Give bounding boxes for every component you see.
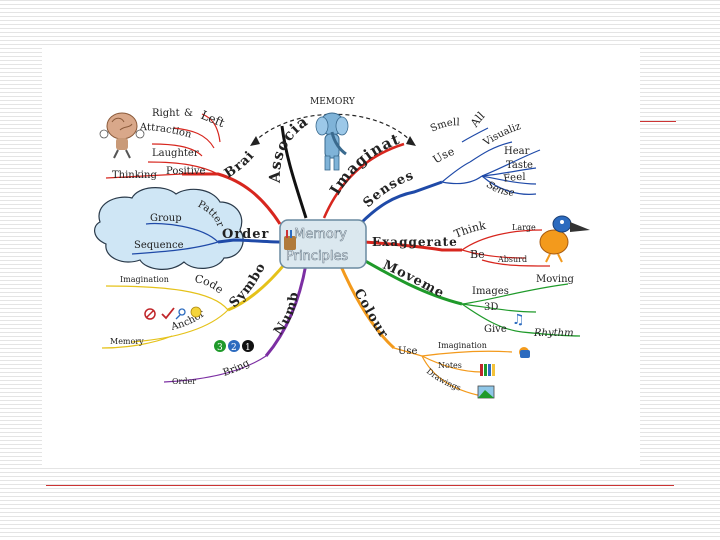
pencils-center-icon: [284, 230, 296, 250]
be-label: Be: [470, 248, 485, 261]
use-senses-label: Use: [431, 145, 457, 167]
code-label: Code: [193, 272, 226, 296]
sequence-label: Sequence: [134, 240, 184, 251]
notes-label: Notes: [438, 361, 462, 370]
senses-twigs: [441, 127, 541, 195]
numbers-twigs: [163, 355, 267, 383]
moving-label: Moving: [536, 274, 575, 285]
order-twigs: [131, 222, 219, 255]
center-node: [279, 219, 367, 269]
bring-label: Bring: [222, 358, 252, 379]
right-label: Right: [152, 108, 180, 119]
smell-label: Smell: [429, 117, 460, 134]
center-line1: Memory: [294, 227, 347, 242]
movement-twigs: [461, 283, 581, 337]
code-symbols-icon: [144, 306, 202, 320]
number-circles-icon: [214, 340, 254, 352]
feel-label: Feel: [503, 172, 526, 185]
decorative-rule-top: [640, 121, 676, 122]
colour-label: Colour: [351, 286, 391, 341]
order-cloud: [94, 187, 244, 270]
3d-label: 3D: [484, 302, 498, 313]
brain-twigs: [105, 113, 221, 179]
exaggerate-branch: [363, 240, 462, 252]
colour-branch: [338, 263, 396, 350]
toucan-bird-icon: [539, 215, 590, 263]
number-3: 3: [217, 343, 223, 353]
arc-arrow-left: [250, 136, 260, 146]
amp-label: &: [184, 108, 193, 119]
memory-label: Memory: [110, 337, 144, 346]
decorative-rule-bottom: [46, 485, 674, 486]
number-1: 1: [245, 343, 251, 353]
positive-label: Positive: [166, 166, 206, 177]
attraction-label: Attraction: [139, 122, 193, 141]
pencils-icon: [480, 364, 495, 376]
number-2: 2: [231, 343, 237, 353]
slide-panel: Memory Principles MEMORY Association Ima…: [42, 46, 640, 466]
center-line2: Principles: [286, 249, 348, 264]
exaggerate-label: Exaggerate: [372, 235, 458, 249]
symbols-twigs: [101, 285, 229, 349]
hands-icon: [519, 347, 530, 358]
laughter-label: Laughter: [152, 148, 199, 159]
movement-label: Movement: [42, 46, 447, 302]
music-notes-icon: ♫: [512, 312, 525, 328]
imagination-colour-label: Imagination: [438, 341, 487, 350]
memory-header: MEMORY: [310, 97, 356, 107]
taste-label: Taste: [506, 160, 533, 171]
use-colour-label: Use: [398, 346, 418, 357]
order-number-label: Order: [172, 377, 196, 386]
hear-label: Hear: [504, 146, 530, 157]
mind-map: Memory Principles MEMORY Association Ima…: [42, 46, 590, 399]
order-branch: [217, 238, 283, 244]
images-label: Images: [472, 286, 509, 297]
brain-branch: [182, 172, 282, 225]
exaggerate-twigs: [461, 229, 551, 267]
senses-branch: [358, 180, 443, 226]
think-label: Think: [452, 219, 487, 241]
imagination-branch: [322, 142, 405, 219]
brain-character-icon: [99, 112, 145, 159]
give-label: Give: [484, 324, 507, 335]
large-label: Large: [512, 223, 536, 232]
imagination-symbol-label: Imagination: [120, 275, 169, 284]
arc-arrow-right: [406, 136, 416, 146]
all-label: All: [467, 109, 487, 130]
colour-twigs: [393, 347, 513, 397]
association-branch: [280, 125, 308, 219]
numbers-branch: [264, 263, 308, 357]
absurd-label: Absurd: [497, 255, 527, 264]
movement-branch: [359, 256, 463, 306]
senses-label: Senses: [360, 168, 416, 211]
thinking-label: Thinking: [112, 170, 157, 181]
order-label: Order: [222, 227, 269, 242]
rhythm-label: Rhythm: [533, 328, 574, 339]
left-label: Left: [199, 108, 227, 130]
blue-elephant-icon: [315, 112, 349, 171]
brain-label: Brain: [42, 46, 258, 182]
landscape-picture-icon: [477, 385, 495, 399]
drawings-label: Drawings: [425, 367, 462, 393]
group-label: Group: [150, 213, 182, 224]
